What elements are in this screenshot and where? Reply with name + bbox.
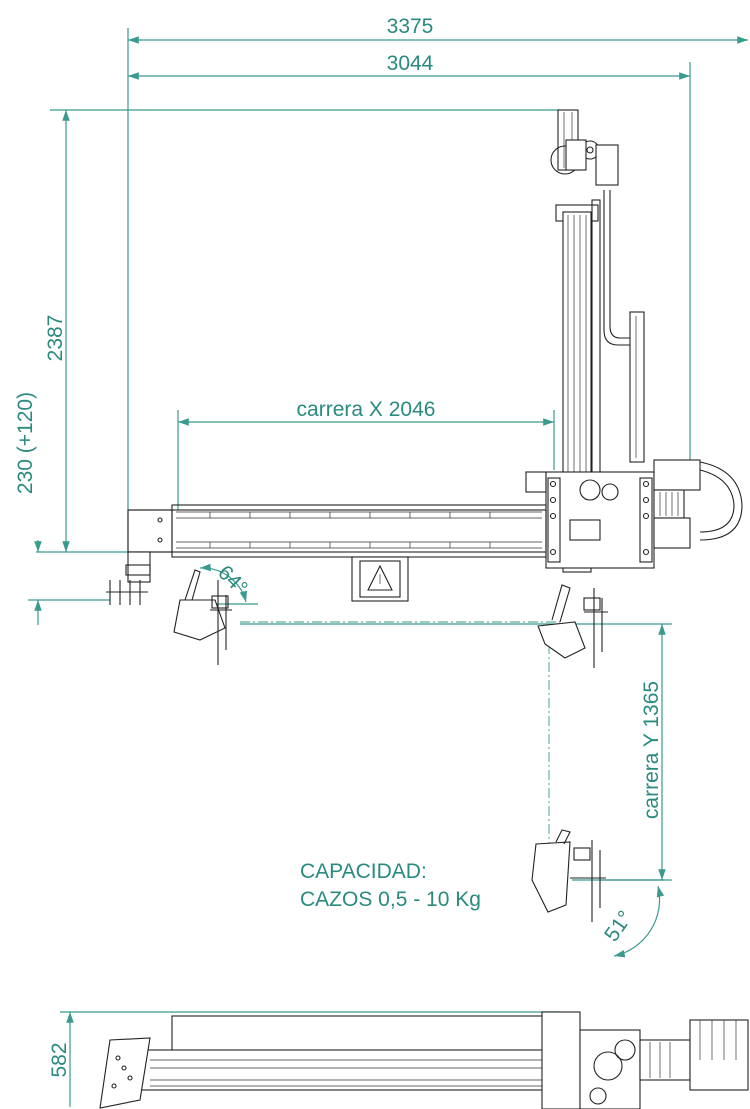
dimension-stroke-x: carrera X 2046 [177, 398, 555, 510]
horizontal-beam [127, 504, 547, 602]
carriage-head [525, 459, 743, 569]
dimension-bottom-height: 582 [48, 1011, 560, 1107]
bottom-view [99, 1011, 749, 1109]
dim-582-label: 582 [48, 1042, 71, 1077]
ladle-lower [531, 829, 606, 922]
dimension-lower-offset: 230 (+120) [14, 392, 110, 625]
dim-3375-label: 3375 [387, 15, 434, 38]
dim-230-label: 230 (+120) [14, 392, 37, 494]
angle-51-label: 51° [600, 907, 637, 946]
capacity-title: CAPACIDAD: [300, 860, 427, 883]
warning-icon [367, 564, 393, 591]
dim-2387-label: 2387 [44, 315, 67, 362]
dimension-height: 2387 [36, 109, 560, 553]
stroke-y-label: carrera Y 1365 [640, 681, 663, 819]
left-bracket [106, 551, 151, 605]
dim-3044-label: 3044 [387, 52, 434, 75]
angle-64-label: 64° [213, 561, 252, 600]
dimension-overall-width: 3375 [127, 15, 748, 510]
dimension-stroke-y: carrera Y 1365 [240, 623, 672, 881]
stroke-x-label: carrera X 2046 [297, 398, 436, 421]
angle-lower: 51° [572, 879, 665, 958]
capacity-value: CAZOS 0,5 - 10 Kg [300, 888, 481, 911]
angle-upper: 64° [183, 561, 258, 605]
ladle-upper-left [173, 569, 232, 665]
ladle-upper-right [537, 584, 608, 668]
dimension-inner-width: 3044 [128, 52, 691, 460]
